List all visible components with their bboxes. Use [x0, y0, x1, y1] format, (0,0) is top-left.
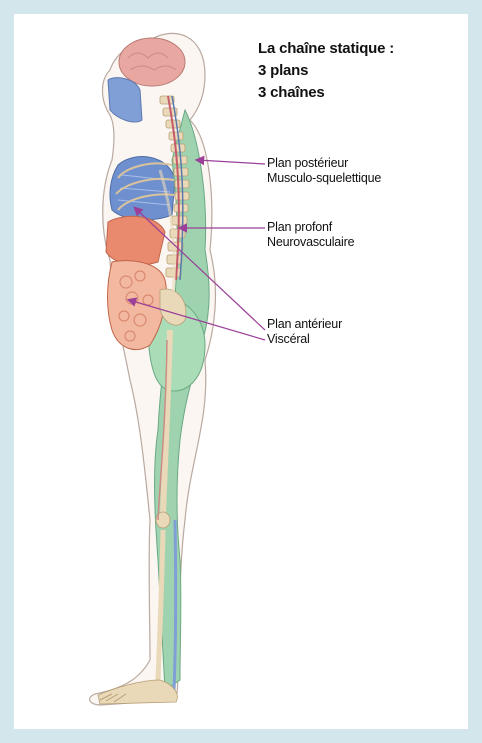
label-anterior-plane: Plan antérieur Viscéral: [267, 317, 342, 347]
label-posterior-title: Plan postérieur: [267, 156, 381, 171]
title-line-1: La chaîne statique :: [258, 38, 394, 60]
title-line-3: 3 chaînes: [258, 82, 394, 104]
leg-vessel-blue: [174, 520, 176, 690]
brain: [119, 38, 185, 86]
label-deep-title: Plan profonf: [267, 220, 354, 235]
liver-visceral: [106, 216, 165, 265]
label-anterior-title: Plan antérieur: [267, 317, 342, 332]
title-line-2: 3 plans: [258, 60, 394, 82]
label-deep-subtitle: Neurovasculaire: [267, 235, 354, 250]
label-posterior-subtitle: Musculo-squelettique: [267, 171, 381, 186]
label-posterior-plane: Plan postérieur Musculo-squelettique: [267, 156, 381, 186]
label-deep-plane: Plan profonf Neurovasculaire: [267, 220, 354, 250]
label-anterior-subtitle: Viscéral: [267, 332, 342, 347]
diagram-title: La chaîne statique : 3 plans 3 chaînes: [258, 38, 394, 104]
foot: [98, 680, 177, 704]
